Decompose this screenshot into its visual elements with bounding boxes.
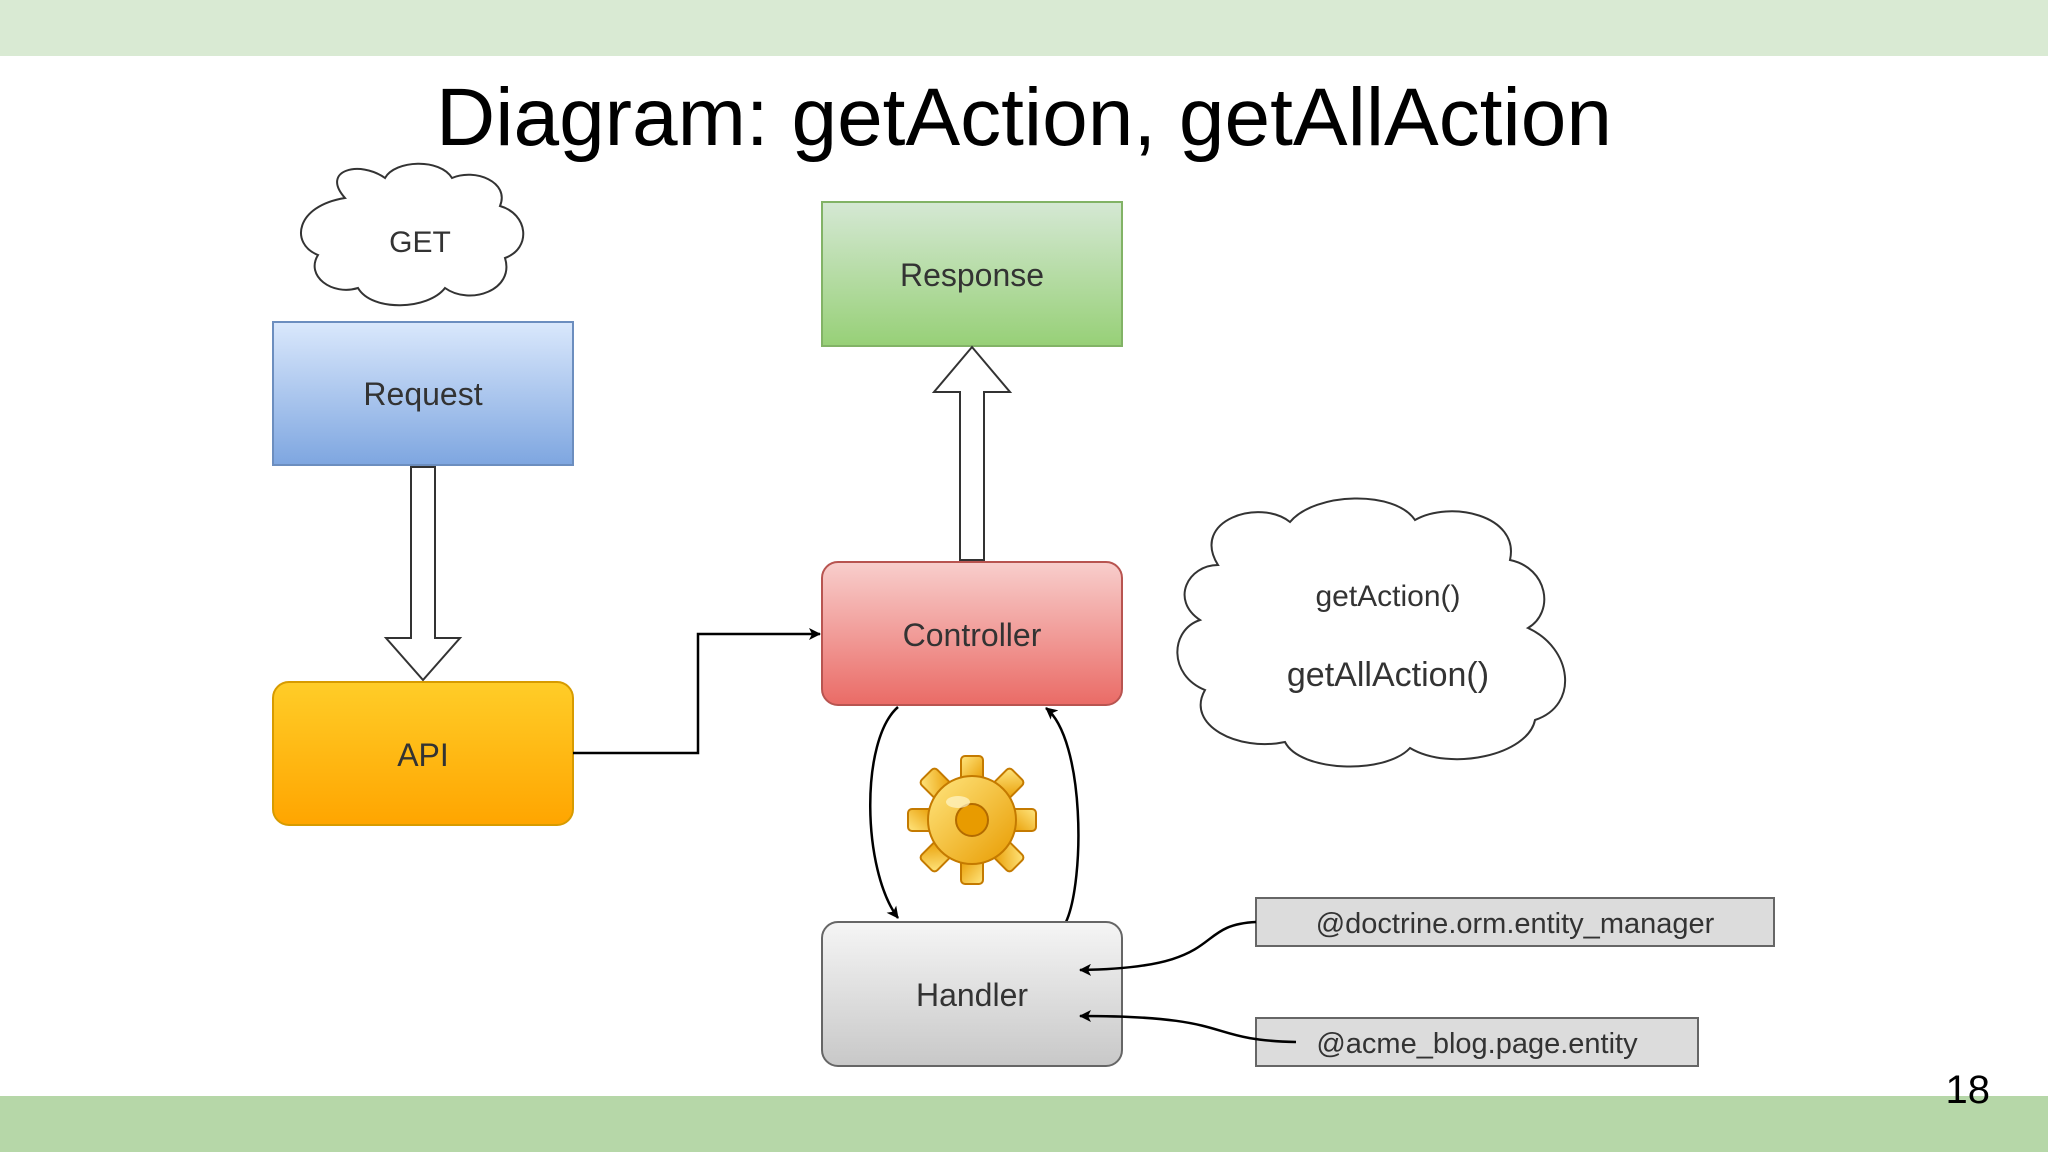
top-band	[0, 0, 2048, 56]
handler-to-controller-arrow	[1045, 707, 1080, 923]
page-number: 18	[1945, 1068, 1991, 1112]
page-entity-to-handler-arrow	[1079, 1010, 1297, 1044]
api-label: API	[397, 737, 449, 773]
actions-cloud-line1: getAction()	[1315, 580, 1460, 613]
controller-label: Controller	[903, 617, 1042, 653]
get-cloud-label: GET	[389, 226, 451, 259]
actions-cloud-line2: getAllAction()	[1287, 656, 1489, 694]
request-label: Request	[363, 376, 482, 412]
request-node: Request	[272, 321, 574, 466]
controller-node: Controller	[821, 561, 1123, 706]
service-entity-manager-label: @doctrine.orm.entity_manager	[1316, 908, 1715, 940]
api-to-controller-arrow	[573, 628, 821, 755]
request-to-api-arrow	[383, 466, 463, 682]
controller-to-response-arrow	[931, 345, 1013, 561]
controller-to-handler-arrow	[869, 706, 900, 919]
service-page-entity: @acme_blog.page.entity	[1255, 1017, 1699, 1067]
api-node: API	[272, 681, 574, 826]
entity-manager-to-handler-arrow	[1079, 920, 1257, 976]
handler-node: Handler	[821, 921, 1123, 1067]
slide-title: Diagram: getAction, getAllAction	[436, 72, 1612, 163]
get-cloud: GET	[300, 162, 525, 307]
response-label: Response	[900, 257, 1044, 293]
service-entity-manager: @doctrine.orm.entity_manager	[1255, 897, 1775, 947]
actions-cloud: getAction() getAllAction()	[1176, 497, 1567, 768]
handler-label: Handler	[916, 977, 1028, 1013]
response-node: Response	[821, 201, 1123, 347]
service-page-entity-label: @acme_blog.page.entity	[1316, 1028, 1638, 1060]
bottom-band	[0, 1096, 2048, 1152]
gear-icon	[907, 755, 1037, 885]
